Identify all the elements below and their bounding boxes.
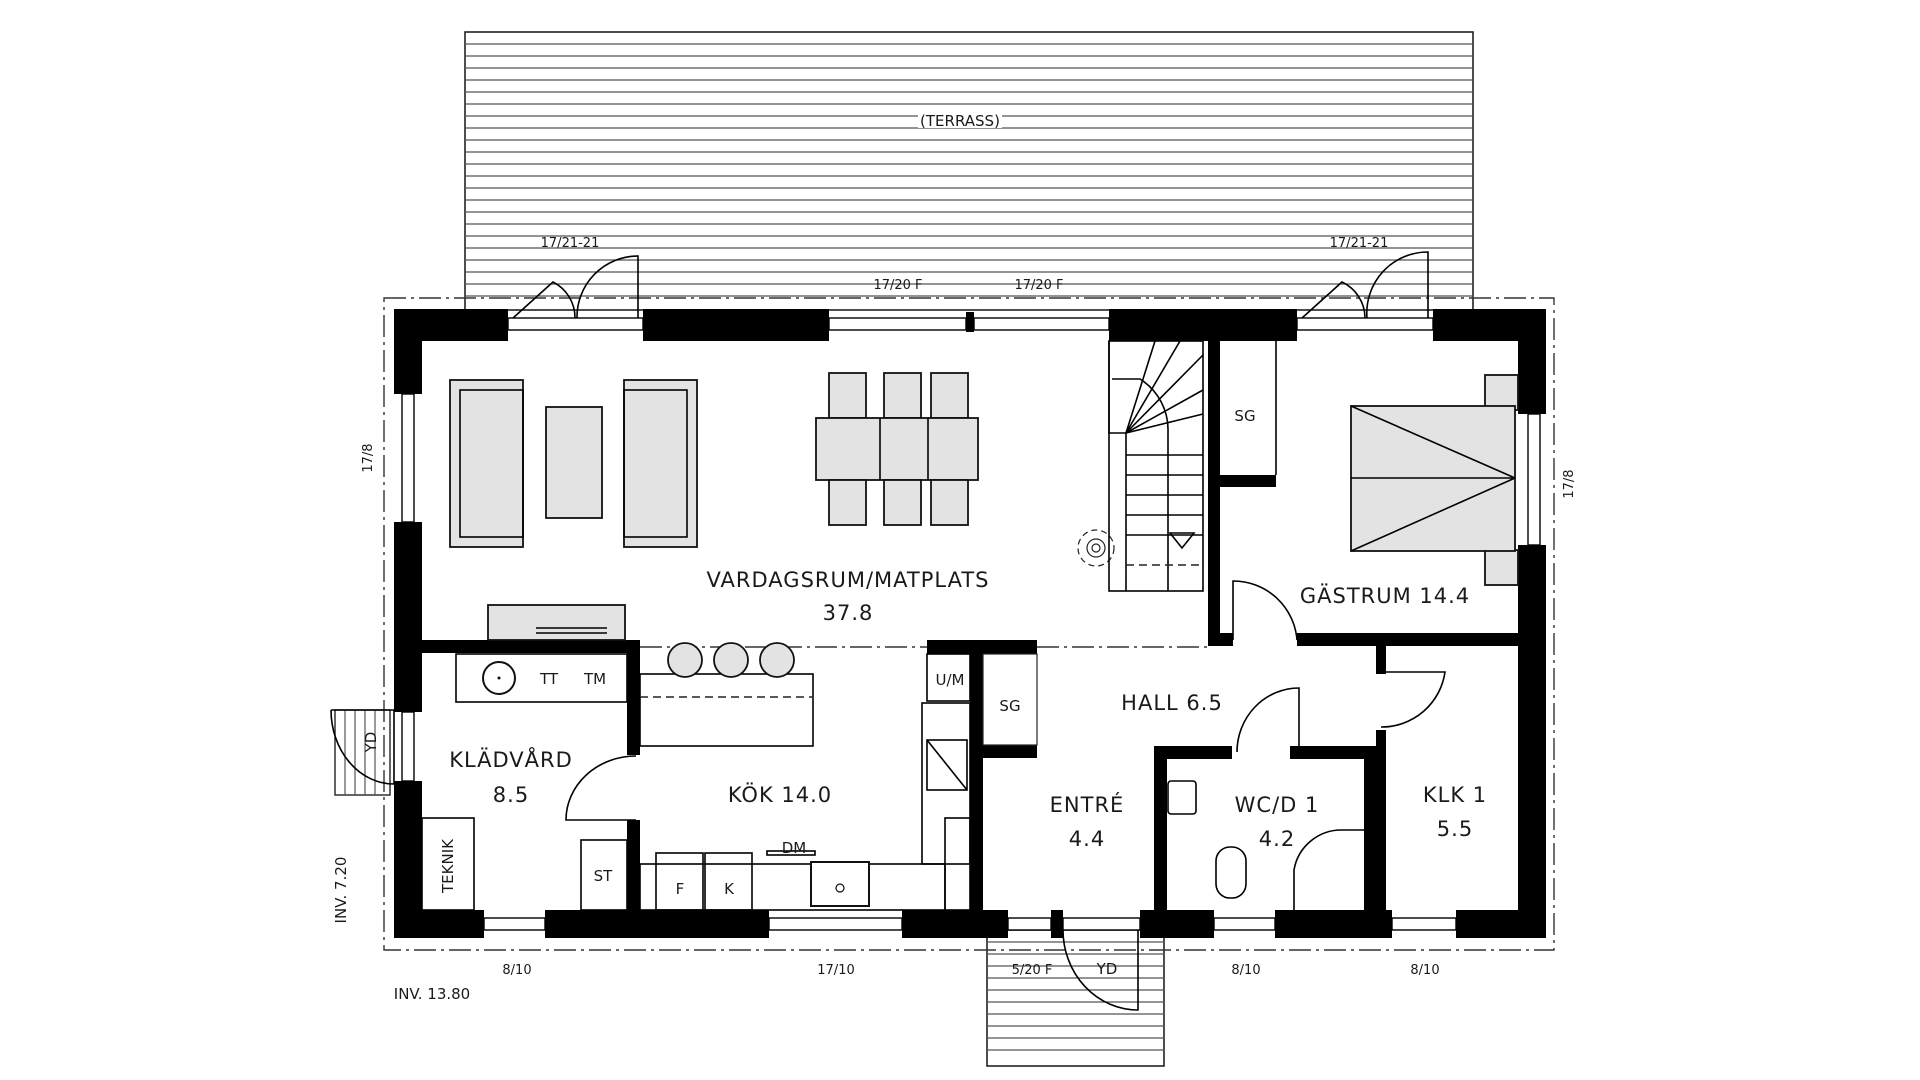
terrace-door-left-2[interactable] (576, 255, 639, 319)
dim-window-bottom-4: 8/10 (1410, 963, 1439, 978)
terrace-door-right-2[interactable] (1366, 251, 1429, 319)
dim-terrace-door-left: 17/21-21 (541, 236, 600, 251)
terrace: (TERRASS) (464, 31, 1474, 311)
exterior-walls (394, 309, 1546, 938)
dim-window-entry: 5/20 F (1012, 963, 1053, 978)
inv-vertical: INV. 7.20 (332, 857, 350, 924)
st-cabinet (580, 839, 628, 911)
dim-terrace-door-right: 17/21-21 (1330, 236, 1389, 251)
guest-room-label: GÄSTRUM 14.4 (1300, 583, 1470, 608)
dining-table (815, 417, 979, 481)
closet-area: 5.5 (1437, 817, 1473, 841)
entry-steps (986, 929, 1165, 1067)
dim-window-top-2: 17/20 F (1014, 278, 1063, 293)
living-room-area: 37.8 (823, 601, 874, 625)
wc-area: 4.2 (1259, 827, 1295, 851)
laundry-room-name: KLÄDVÅRD (449, 746, 573, 772)
sofa-left (449, 379, 524, 548)
tm-label: TM (583, 670, 606, 688)
dim-window-west: 17/8 (361, 443, 376, 472)
living-room-name: VARDAGSRUM/MATPLATS (707, 568, 990, 592)
kitchen-fixtures (639, 642, 971, 911)
closet-name: KLK 1 (1423, 783, 1487, 807)
inv-horizontal: INV. 13.80 (394, 985, 470, 1003)
yd-west-label: YD (362, 732, 380, 754)
terrace-decking (465, 43, 1473, 297)
closet-door[interactable] (1380, 671, 1446, 728)
tt-label: TT (539, 670, 559, 688)
entry-name: ENTRÉ (1050, 792, 1125, 817)
entry-door[interactable] (1062, 929, 1139, 1011)
dim-window-bottom-3: 8/10 (1231, 963, 1260, 978)
dim-window-top-1: 17/20 F (873, 278, 922, 293)
building-outline (383, 297, 1555, 951)
terrace-door-left[interactable] (512, 281, 576, 319)
sofa-right (623, 379, 698, 548)
wc-fixtures (1167, 780, 1247, 899)
laundry-door[interactable] (565, 755, 637, 821)
tv-bench (487, 604, 626, 641)
kitchen-label: KÖK 14.0 (728, 782, 832, 807)
yd-south-label: YD (1096, 960, 1118, 978)
um-label: U/M (936, 671, 965, 689)
guest-door[interactable] (1232, 580, 1298, 641)
um-cabinet (926, 653, 971, 702)
dim-window-east: 17/8 (1562, 469, 1577, 498)
teknik-label: TEKNIK (439, 838, 457, 894)
interior-walls (422, 340, 1518, 910)
sg-guest-label: SG (1234, 407, 1255, 425)
laundry-room-area: 8.5 (493, 783, 529, 807)
wc-name: WC/D 1 (1235, 793, 1320, 817)
fixture-labels: SG SG TT TM TEKNIK ST F K DM U/M YD YD (362, 407, 1256, 978)
wc-door[interactable] (1236, 687, 1300, 753)
terrace-door-right[interactable] (1301, 281, 1366, 319)
dimension-labels: 17/21-21 17/21-21 17/20 F 17/20 F 17/8 1… (332, 236, 1577, 1003)
entry-area: 4.4 (1069, 827, 1105, 851)
freezer-label: K (724, 880, 735, 898)
dishwasher-label: DM (782, 839, 807, 857)
teknik-cabinet (421, 817, 475, 911)
st-label: ST (594, 867, 614, 885)
guest-bed (1350, 374, 1519, 586)
room-labels: VARDAGSRUM/MATPLATS 37.8 GÄSTRUM 14.4 KL… (449, 568, 1487, 851)
laundry-fixtures (421, 653, 628, 911)
dim-window-bottom-1: 8/10 (502, 963, 531, 978)
fridge-label: F (676, 880, 685, 898)
hall-label: HALL 6.5 (1121, 691, 1223, 715)
west-door[interactable] (330, 709, 395, 785)
windows (401, 317, 1541, 931)
sg-hall-label: SG (999, 697, 1020, 715)
doors (330, 251, 1446, 1011)
dim-window-bottom-2: 17/10 (817, 963, 854, 978)
terrace-label: (TERRASS) (920, 112, 1000, 130)
living-furniture (449, 372, 1208, 648)
west-steps (334, 709, 391, 796)
coffee-table (545, 406, 603, 519)
shower-screen (1293, 829, 1364, 910)
staircase (1108, 340, 1204, 592)
